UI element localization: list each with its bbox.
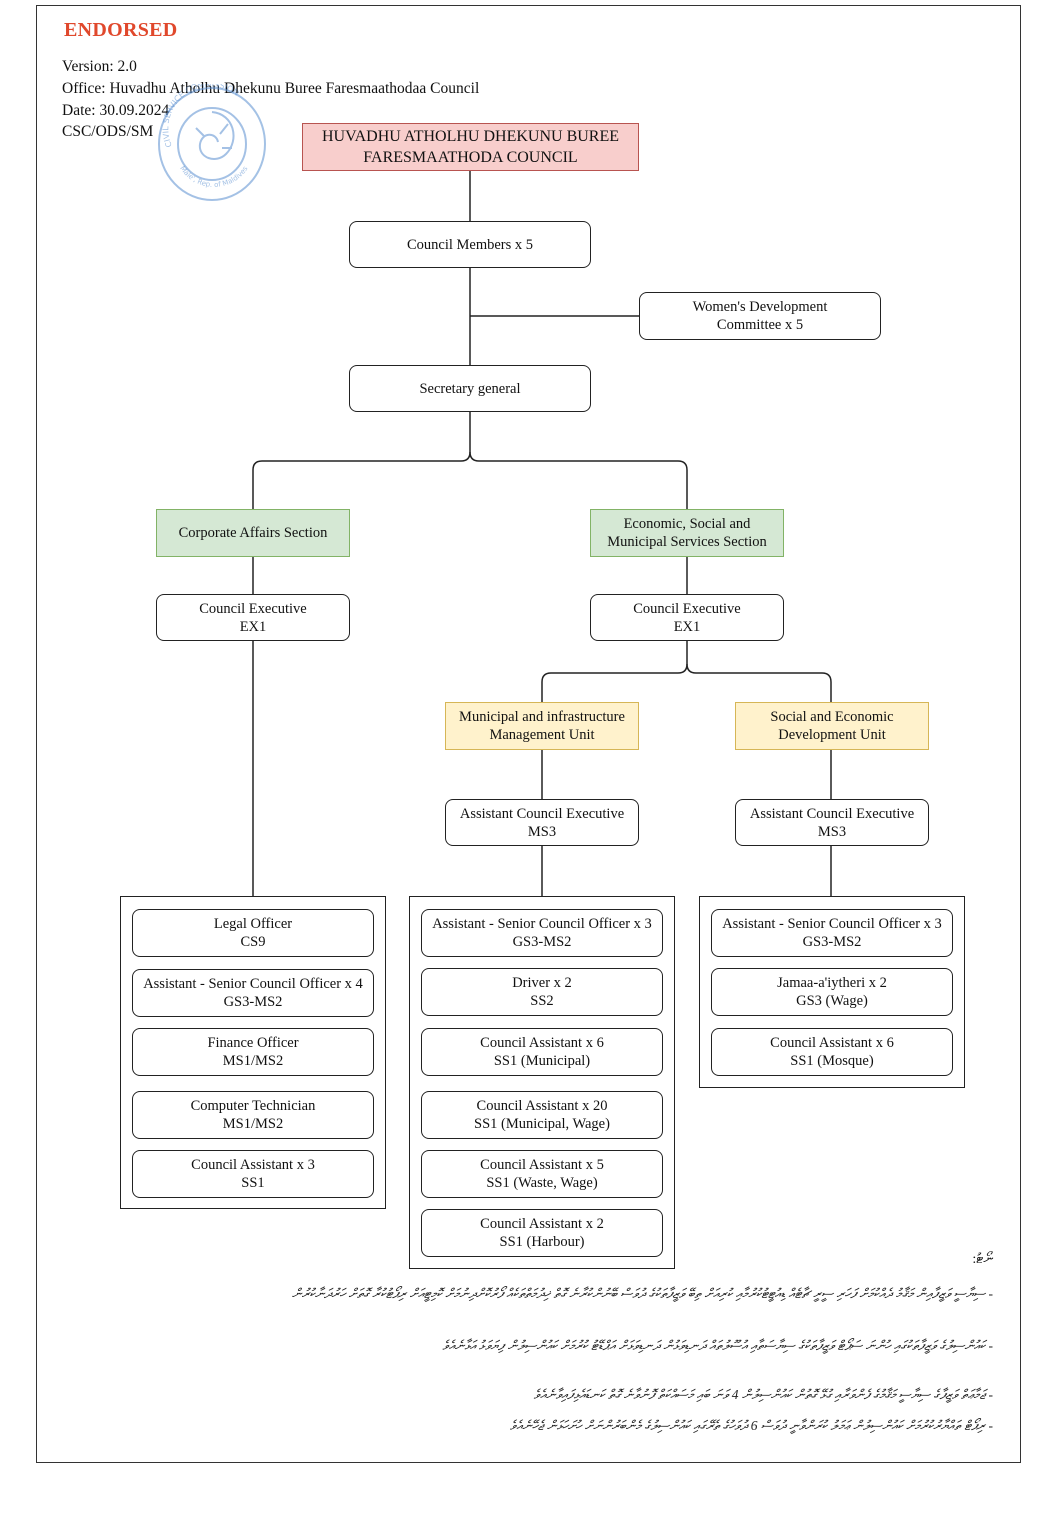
staff-grade: SS1 (Municipal, Wage) [474,1116,610,1132]
staff-title: Assistant - Senior Council Officer x 3 [722,916,942,932]
staff-grade: MS1/MS2 [222,1116,284,1132]
date-text: Date: 30.09.2024 [62,102,170,119]
page-border [36,5,1021,1463]
staff-box: Council Assistant x 6 SS1 (Municipal) [421,1028,663,1076]
staff-title: Driver x 2 [512,975,572,991]
ace-municipal-grade: MS3 [527,823,557,840]
council-line-2: FARESMAATHODA COUNCIL [363,149,578,166]
council-executive-right-box: Council Executive EX1 [590,594,784,641]
staff-title: Jamaa-a'iytheri x 2 [777,975,887,991]
notes-title: ނޯޓު: [972,1252,993,1267]
secretary-general-box: Secretary general [349,365,591,412]
ce-left-title: Council Executive [199,600,307,617]
staff-grade: GS3-MS2 [512,934,572,950]
staff-title: Assistant - Senior Council Officer x 3 [432,916,652,932]
corporate-staff-group [120,896,386,1209]
womens-committee-line-2: Committee x 5 [716,317,804,333]
ce-left-grade: EX1 [239,618,267,635]
note-item: - ރިޕޯޓް ތައްޔާރުކުރުމަށް ކައުންސިލުން ޢ… [509,1418,993,1433]
ace-social-box: Assistant Council Executive MS3 [735,799,929,846]
staff-grade: SS1 (Waste, Wage) [486,1175,598,1191]
ce-right-title: Council Executive [633,600,741,617]
council-box: HUVADHU ATHOLHU DHEKUNU BUREE FARESMAATH… [302,123,639,171]
staff-grade: SS1 [241,1175,265,1191]
womens-committee-line-1: Women's Development [692,299,828,315]
social-unit-box: Social and Economic Development Unit [735,702,929,750]
municipal-unit-line-1: Municipal and infrastructure [459,709,625,725]
staff-grade: SS1 (Municipal) [493,1053,591,1069]
municipal-staff-group [409,896,675,1269]
ace-municipal-title: Assistant Council Executive [459,805,625,822]
council-executive-left-box: Council Executive EX1 [156,594,350,641]
staff-grade: MS1/MS2 [222,1053,284,1069]
staff-title: Council Assistant x 2 [480,1216,604,1232]
endorsed-label: ENDORSED [64,19,178,41]
staff-title: Council Assistant x 3 [191,1157,315,1173]
staff-title: Council Assistant x 6 [480,1035,604,1051]
staff-title: Council Assistant x 5 [480,1157,604,1173]
staff-box: Assistant - Senior Council Officer x 3 G… [711,909,953,957]
staff-box: Driver x 2 SS2 [421,968,663,1016]
secretary-general-label: Secretary general [419,380,521,397]
version-text: Version: 2.0 [62,58,137,75]
staff-box: Assistant - Senior Council Officer x 3 G… [421,909,663,957]
staff-title: Computer Technician [190,1098,316,1114]
staff-title: Council Assistant x 20 [476,1098,608,1114]
staff-grade: GS3-MS2 [802,934,862,950]
economic-section-box: Economic, Social and Municipal Services … [590,509,784,557]
staff-box: Council Assistant x 20 SS1 (Municipal, W… [421,1091,663,1139]
note-item: - ޖަމާޢަތް ވަޒީފާގެ ސިޔާސީ މަޤާމުގެ ފެން… [533,1387,993,1402]
civil-service-commission-stamp: CIVIL SERVICE COMMISSION Male', Rep. of … [158,84,266,201]
staff-grade: GS3 (Wage) [796,993,868,1009]
council-members-box: Council Members x 5 [349,221,591,268]
economic-section-line-2: Municipal Services Section [607,534,767,550]
womens-committee-box: Women's Development Committee x 5 [639,292,881,340]
staff-title: Legal Officer [213,916,293,932]
staff-box: Legal Officer CS9 [132,909,374,957]
corporate-affairs-label: Corporate Affairs Section [178,525,328,541]
staff-box: Computer Technician MS1/MS2 [132,1091,374,1139]
ace-social-grade: MS3 [817,823,847,840]
social-staff-group [699,896,965,1088]
ace-social-title: Assistant Council Executive [749,805,915,822]
staff-box: Finance Officer MS1/MS2 [132,1028,374,1076]
council-line-1: HUVADHU ATHOLHU DHEKUNU BUREE [321,128,620,145]
staff-box: Council Assistant x 2 SS1 (Harbour) [421,1209,663,1257]
staff-grade: CS9 [240,934,266,950]
staff-title: Council Assistant x 6 [770,1035,894,1051]
staff-box: Assistant - Senior Council Officer x 4 G… [132,969,374,1017]
social-unit-line-1: Social and Economic [770,709,894,725]
staff-box: Council Assistant x 5 SS1 (Waste, Wage) [421,1150,663,1198]
office-text: Office: Huvadhu Atholhu Dhekunu Buree Fa… [62,80,480,97]
staff-box: Council Assistant x 6 SS1 (Mosque) [711,1028,953,1076]
ce-right-grade: EX1 [673,618,701,635]
staff-grade: SS2 [530,993,554,1009]
staff-grade: SS1 (Mosque) [790,1053,874,1069]
municipal-unit-box: Municipal and infrastructure Management … [445,702,639,750]
staff-box: Jamaa-a'iytheri x 2 GS3 (Wage) [711,968,953,1016]
staff-title: Assistant - Senior Council Officer x 4 [143,976,363,992]
corporate-affairs-section-box: Corporate Affairs Section [156,509,350,557]
staff-grade: SS1 (Harbour) [499,1234,585,1250]
council-members-label: Council Members x 5 [406,236,534,253]
staff-title: Finance Officer [207,1035,299,1051]
staff-box: Council Assistant x 3 SS1 [132,1150,374,1198]
social-unit-line-2: Development Unit [778,727,886,743]
note-item: - ކައުންސިލުގެ ވަޒީފާތަކުގައި ހުންނަ ސަޕ… [442,1338,993,1353]
note-item: - ސިޔާސީ ވަޒީފާއިން މަޤާމު ދެއްކުމަށް ފަ… [291,1286,993,1301]
municipal-unit-line-2: Management Unit [489,727,595,743]
staff-grade: GS3-MS2 [223,994,283,1010]
economic-section-line-1: Economic, Social and [623,516,751,532]
reference-text: CSC/ODS/SM [62,123,154,140]
ace-municipal-box: Assistant Council Executive MS3 [445,799,639,846]
